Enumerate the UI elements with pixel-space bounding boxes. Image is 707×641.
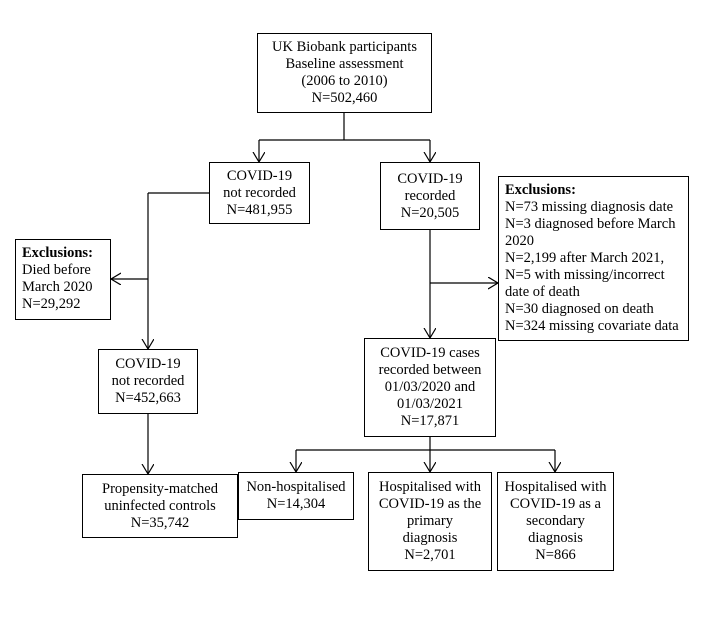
hosp-secondary-line-1: Hospitalised with (504, 479, 607, 495)
box-controls: Propensity-matched uninfected controls N… (82, 474, 238, 538)
box-covid-cases: COVID-19 cases recorded between 01/03/20… (364, 338, 496, 437)
box-covid-not-recorded-2: COVID-19 not recorded N=452,663 (98, 349, 198, 414)
baseline-line-1: UK Biobank participants (272, 39, 417, 55)
exclusions-right-line-2: N=3 diagnosed before March (505, 216, 676, 232)
recorded-line-2: recorded (404, 187, 456, 204)
exclusions-left-line-3: N=29,292 (22, 296, 81, 312)
box-exclusions-left: Exclusions: Died before March 2020 N=29,… (15, 239, 111, 320)
exclusions-right-line-4: N=2,199 after March 2021, (505, 250, 665, 266)
cases-line-5: N=17,871 (400, 413, 460, 429)
exclusions-right-line-3: 2020 (505, 233, 534, 249)
hosp-primary-line-4: diagnosis (402, 530, 458, 546)
cases-line-1: COVID-19 cases (380, 345, 480, 361)
box-covid-recorded: COVID-19 recorded N=20,505 (380, 162, 480, 230)
recorded-line-3: N=20,505 (400, 204, 460, 221)
hosp-secondary-line-2: COVID-19 as a (509, 496, 601, 512)
exclusions-left-line-2: March 2020 (22, 279, 93, 295)
not-recorded-2-line-2: not recorded (111, 373, 185, 389)
exclusions-right-line-5: N=5 with missing/incorrect (505, 267, 665, 283)
not-recorded-2-line-1: COVID-19 (115, 356, 181, 372)
not-recorded-1-line-1: COVID-19 (226, 167, 293, 184)
cases-line-2: recorded between (378, 362, 482, 378)
non-hosp-line-2: N=14,304 (266, 496, 326, 512)
not-recorded-1-line-2: not recorded (223, 184, 296, 201)
hosp-secondary-line-4: diagnosis (528, 530, 583, 546)
exclusions-left-title: Exclusions: (22, 245, 93, 261)
hosp-primary-line-2: COVID-19 as the (378, 496, 482, 512)
not-recorded-2-line-3: N=452,663 (115, 390, 181, 406)
box-hosp-primary: Hospitalised with COVID-19 as the primar… (368, 472, 492, 571)
exclusions-left-line-1: Died before (22, 262, 91, 278)
box-baseline: UK Biobank participants Baseline assessm… (257, 33, 432, 113)
baseline-line-2: Baseline assessment (285, 56, 404, 72)
recorded-line-1: COVID-19 (397, 170, 463, 187)
cases-line-3: 01/03/2020 and (384, 379, 476, 395)
box-non-hospitalised: Non-hospitalised N=14,304 (238, 472, 354, 520)
cases-line-4: 01/03/2021 (396, 396, 464, 412)
exclusions-right-line-6: date of death (505, 284, 580, 300)
non-hosp-line-1: Non-hospitalised (246, 479, 346, 495)
box-covid-not-recorded-1: COVID-19 not recorded N=481,955 (209, 162, 310, 224)
not-recorded-1-line-3: N=481,955 (226, 201, 293, 218)
box-exclusions-right: Exclusions: N=73 missing diagnosis date … (498, 176, 689, 341)
hosp-secondary-line-3: secondary (526, 513, 585, 529)
baseline-line-3: (2006 to 2010) (301, 73, 388, 89)
controls-line-2: uninfected controls (104, 497, 216, 514)
controls-line-3: N=35,742 (130, 514, 190, 531)
exclusions-right-line-1: N=73 missing diagnosis date (505, 199, 674, 215)
hosp-primary-line-1: Hospitalised with (379, 479, 481, 495)
hosp-secondary-line-5: N=866 (535, 547, 576, 563)
box-hosp-secondary: Hospitalised with COVID-19 as a secondar… (497, 472, 614, 571)
exclusions-right-line-8: N=324 missing covariate data (505, 318, 679, 334)
controls-line-1: Propensity-matched (102, 480, 218, 497)
hosp-primary-line-5: N=2,701 (404, 547, 456, 563)
hosp-primary-line-3: primary (407, 513, 453, 529)
exclusions-right-title: Exclusions: (505, 182, 576, 198)
exclusions-right-line-7: N=30 diagnosed on death (505, 301, 654, 317)
baseline-line-4: N=502,460 (311, 90, 378, 106)
